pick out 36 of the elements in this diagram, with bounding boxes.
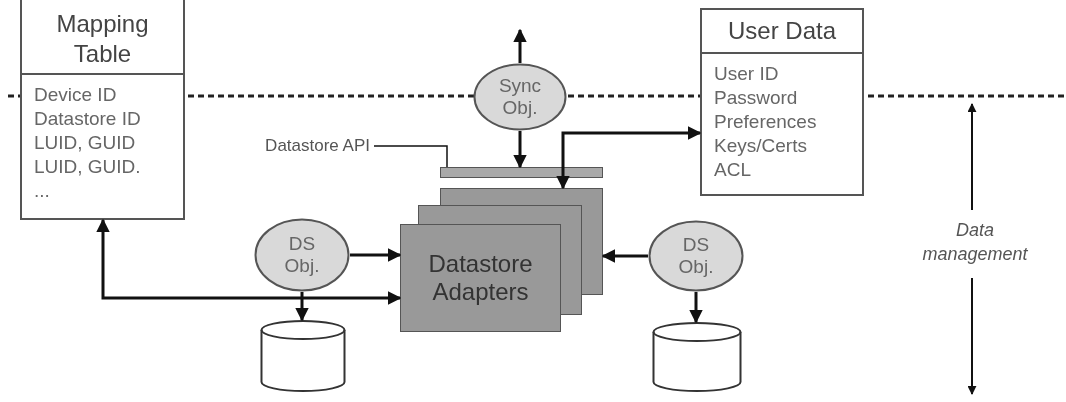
table-entry: Preferences (714, 110, 818, 134)
database-cylinder (260, 320, 346, 392)
table-entry: Password (714, 86, 799, 110)
table-entry: Device ID (34, 83, 118, 107)
arrow (295, 292, 309, 322)
ellipse-label: DS Obj. (283, 233, 321, 277)
arrow (96, 218, 402, 305)
database-cylinder (652, 322, 742, 392)
table-box (700, 8, 864, 196)
object-ellipse (254, 218, 350, 292)
object-ellipse (648, 220, 744, 292)
table-title: User Data (726, 16, 837, 46)
table-entry: LUID, GUID (34, 131, 137, 155)
arrow (601, 249, 648, 263)
table-entry: User ID (714, 62, 780, 86)
dimension-label: Data management (921, 219, 1029, 266)
arrow (350, 248, 402, 262)
adapter-stack (400, 188, 603, 332)
table-entry: ... (34, 179, 51, 203)
table-title: Mapping Table (55, 8, 150, 69)
leader-line (373, 145, 448, 168)
callout-label: Datastore API (226, 134, 370, 158)
table-entry: Datastore ID (34, 107, 142, 131)
table-box (20, 0, 185, 220)
adapter-label: Datastore Adapters (427, 250, 534, 306)
table-entry: ACL (714, 158, 752, 182)
arrow (513, 131, 527, 169)
table-entry: Keys/Certs (714, 134, 808, 158)
arrow (513, 28, 527, 63)
arrow (556, 126, 702, 190)
object-ellipse (473, 63, 567, 131)
ellipse-label: DS Obj. (677, 234, 715, 278)
arrow (689, 292, 703, 324)
table-entry: LUID, GUID. (34, 155, 142, 179)
api-bar (440, 167, 603, 178)
ellipse-label: Sync Obj. (497, 75, 543, 119)
